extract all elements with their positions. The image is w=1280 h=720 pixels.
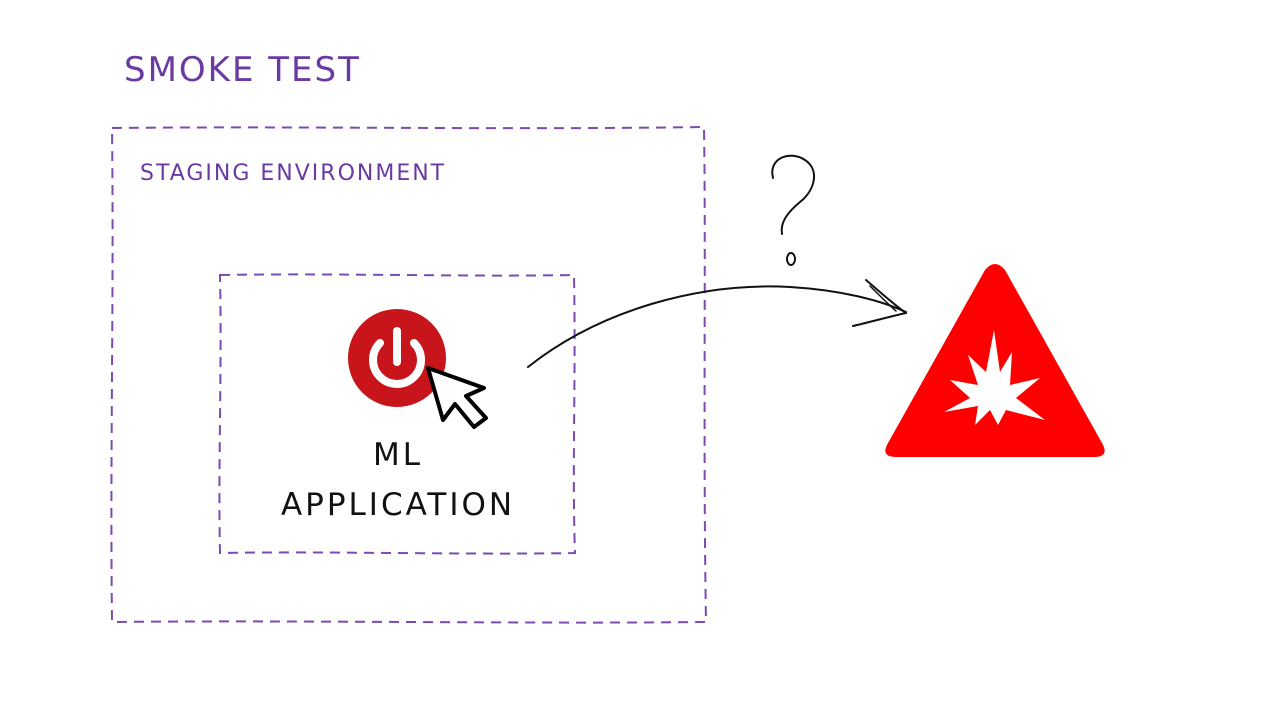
staging-environment-box xyxy=(110,125,708,624)
flow-arrow-head-inner xyxy=(869,285,897,312)
application-label-line1: ML xyxy=(372,437,424,473)
flow-arrow xyxy=(527,285,907,368)
application-label: ML APPLICATION xyxy=(256,430,540,530)
application-label-line2: APPLICATION xyxy=(280,487,516,523)
question-mark-icon xyxy=(771,154,815,266)
mouse-pointer-icon xyxy=(426,366,488,429)
flow-arrow-head xyxy=(852,279,907,327)
explosion-warning-icon xyxy=(885,264,1105,457)
staging-environment-label: STAGING ENVIRONMENT xyxy=(140,161,447,186)
power-button-icon xyxy=(348,309,446,407)
diagram-title: SMOKE TEST xyxy=(124,50,361,90)
application-box xyxy=(218,273,577,555)
